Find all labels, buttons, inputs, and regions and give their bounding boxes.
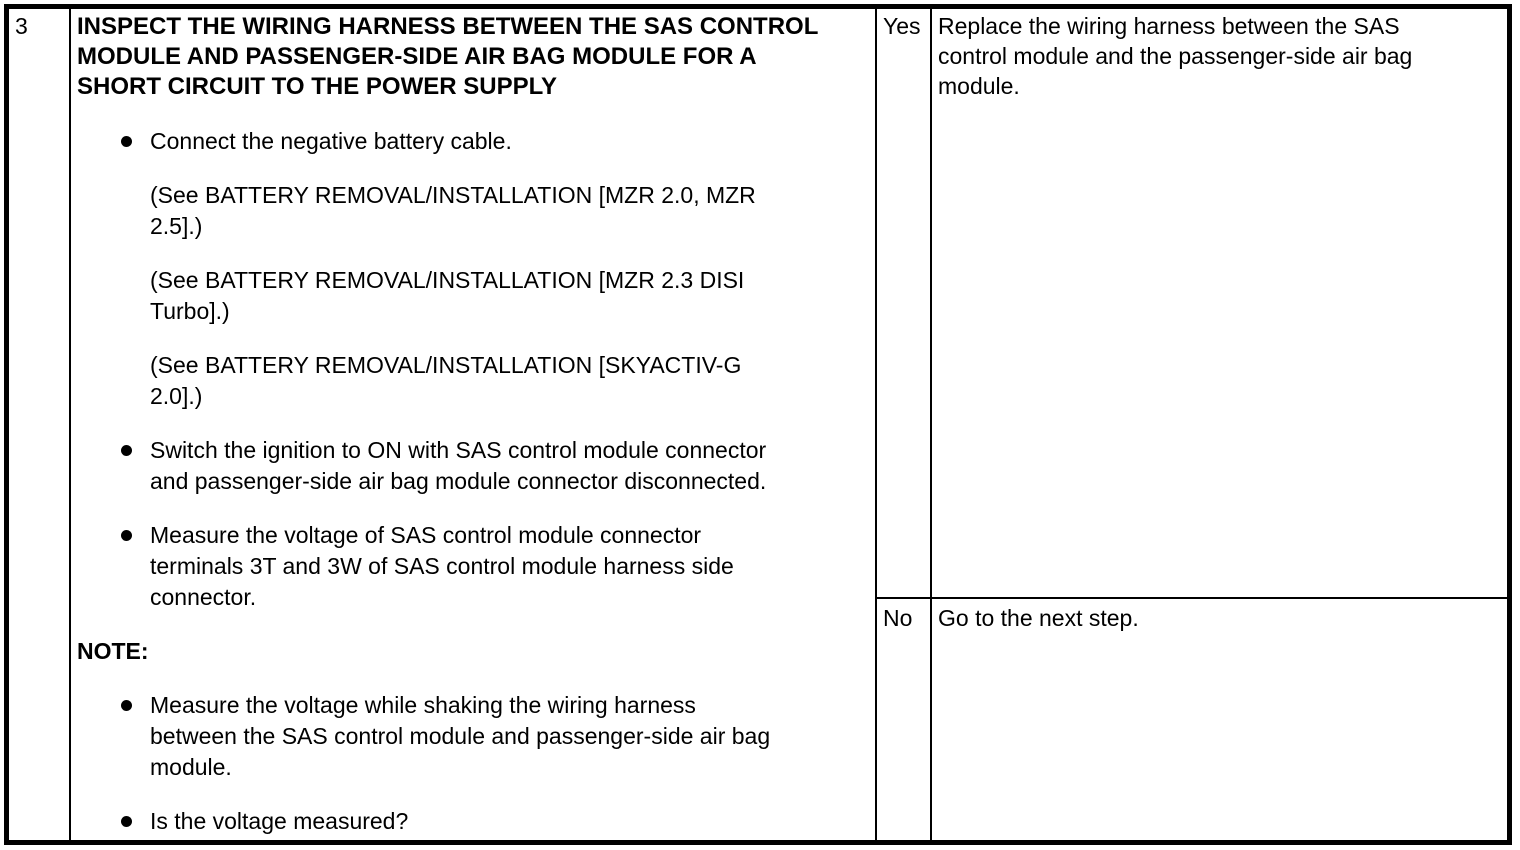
bullet-icon bbox=[121, 530, 132, 541]
instruction-line: Measure the voltage while shaking the wi… bbox=[150, 692, 696, 718]
instruction-text: Is the voltage measured? bbox=[150, 806, 867, 837]
action-no-cell: Go to the next step. bbox=[932, 599, 1507, 633]
column-divider-action bbox=[930, 9, 932, 840]
reference-line: 2.0].) bbox=[150, 383, 203, 409]
table-inner: 3 INSPECT THE WIRING HARNESS BETWEEN THE… bbox=[9, 9, 1507, 840]
step-number: 3 bbox=[15, 13, 28, 39]
instruction-text: Switch the ignition to ON with SAS contr… bbox=[150, 435, 867, 497]
see-reference: (See BATTERY REMOVAL/INSTALLATION [SKYAC… bbox=[77, 350, 867, 412]
see-reference: (See BATTERY REMOVAL/INSTALLATION [MZR 2… bbox=[77, 265, 867, 327]
instruction-line: Is the voltage measured? bbox=[150, 808, 409, 834]
result-yes-label: Yes bbox=[883, 13, 921, 39]
instruction-line: terminals 3T and 3W of SAS control modul… bbox=[150, 553, 734, 579]
inspection-title: INSPECT THE WIRING HARNESS BETWEEN THE S… bbox=[77, 12, 867, 102]
instruction-item: Connect the negative battery cable. bbox=[77, 126, 867, 157]
inspection-title-line: SHORT CIRCUIT TO THE POWER SUPPLY bbox=[77, 73, 558, 100]
instruction-line: connector. bbox=[150, 584, 257, 610]
instruction-item: Measure the voltage while shaking the wi… bbox=[77, 690, 867, 783]
result-no-cell: No bbox=[877, 599, 930, 633]
diagnostic-step-table: 3 INSPECT THE WIRING HARNESS BETWEEN THE… bbox=[4, 4, 1512, 845]
bullet-icon bbox=[121, 136, 132, 147]
instruction-line: between the SAS control module and passe… bbox=[150, 723, 771, 749]
bullet-icon bbox=[121, 700, 132, 711]
inspection-cell: INSPECT THE WIRING HARNESS BETWEEN THE S… bbox=[71, 9, 875, 840]
inspection-title-line: INSPECT THE WIRING HARNESS BETWEEN THE S… bbox=[77, 13, 819, 40]
action-line: control module and the passenger-side ai… bbox=[938, 43, 1413, 69]
reference-line: (See BATTERY REMOVAL/INSTALLATION [SKYAC… bbox=[150, 352, 742, 378]
instruction-line: Measure the voltage of SAS control modul… bbox=[150, 522, 702, 548]
reference-line: Turbo].) bbox=[150, 298, 230, 324]
action-line: Replace the wiring harness between the S… bbox=[938, 13, 1400, 39]
bullet-icon bbox=[121, 816, 132, 827]
column-divider-result bbox=[875, 9, 877, 840]
instruction-line: Switch the ignition to ON with SAS contr… bbox=[150, 437, 767, 463]
column-divider-step bbox=[69, 9, 71, 840]
instruction-text: Measure the voltage of SAS control modul… bbox=[150, 520, 867, 613]
reference-line: (See BATTERY REMOVAL/INSTALLATION [MZR 2… bbox=[150, 267, 745, 293]
instruction-item: Measure the voltage of SAS control modul… bbox=[77, 520, 867, 613]
reference-line: 2.5].) bbox=[150, 213, 203, 239]
result-yes-cell: Yes bbox=[877, 9, 930, 41]
reference-line: (See BATTERY REMOVAL/INSTALLATION [MZR 2… bbox=[150, 182, 756, 208]
see-reference: (See BATTERY REMOVAL/INSTALLATION [MZR 2… bbox=[77, 180, 867, 242]
instruction-line: and passenger-side air bag module connec… bbox=[150, 468, 767, 494]
note-label: NOTE: bbox=[77, 636, 867, 667]
instruction-item: Switch the ignition to ON with SAS contr… bbox=[77, 435, 867, 497]
action-line: Go to the next step. bbox=[938, 605, 1139, 631]
row-divider-yes-no bbox=[875, 597, 1507, 599]
instruction-line: module. bbox=[150, 754, 232, 780]
instruction-item: Is the voltage measured? bbox=[77, 806, 867, 837]
inspection-title-line: MODULE AND PASSENGER-SIDE AIR BAG MODULE… bbox=[77, 43, 757, 70]
result-no-label: No bbox=[883, 605, 913, 631]
instruction-text: Connect the negative battery cable. bbox=[150, 126, 867, 157]
instruction-text: Measure the voltage while shaking the wi… bbox=[150, 690, 867, 783]
bullet-icon bbox=[121, 445, 132, 456]
action-yes-cell: Replace the wiring harness between the S… bbox=[932, 9, 1507, 101]
step-number-cell: 3 bbox=[9, 9, 69, 41]
action-line: module. bbox=[938, 73, 1020, 99]
note-line: NOTE: bbox=[77, 638, 149, 664]
instruction-line: Connect the negative battery cable. bbox=[150, 128, 512, 154]
